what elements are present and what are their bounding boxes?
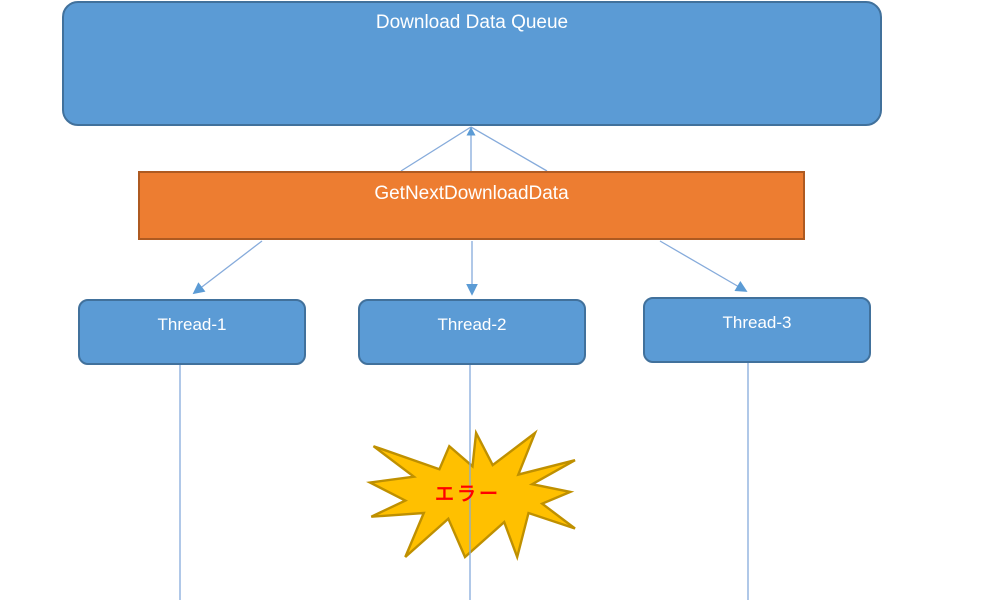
thread-node-1: Thread-1 [78,299,306,365]
connector-dispatcher-to-thread1 [192,240,263,295]
dispatcher-node: GetNextDownloadData [138,171,805,240]
queue-label: Download Data Queue [375,12,569,33]
thread-node-2: Thread-2 [358,299,586,365]
connector-dispatcher-to-queue-right [470,126,548,172]
error-burst-shape [366,428,576,562]
thread2-label: Thread-2 [437,315,507,334]
connector-dispatcher-to-thread3 [659,240,748,292]
thread3-label: Thread-3 [722,313,792,332]
connector-dispatcher-to-queue-left [400,126,472,172]
error-burst-label: エラー [434,484,501,505]
queue-arrowhead-icon [466,127,476,136]
thread-node-3: Thread-3 [643,297,871,363]
dispatcher-label: GetNextDownloadData [374,183,569,204]
queue-node: Download Data Queue [62,1,882,126]
thread1-label: Thread-1 [157,315,227,334]
